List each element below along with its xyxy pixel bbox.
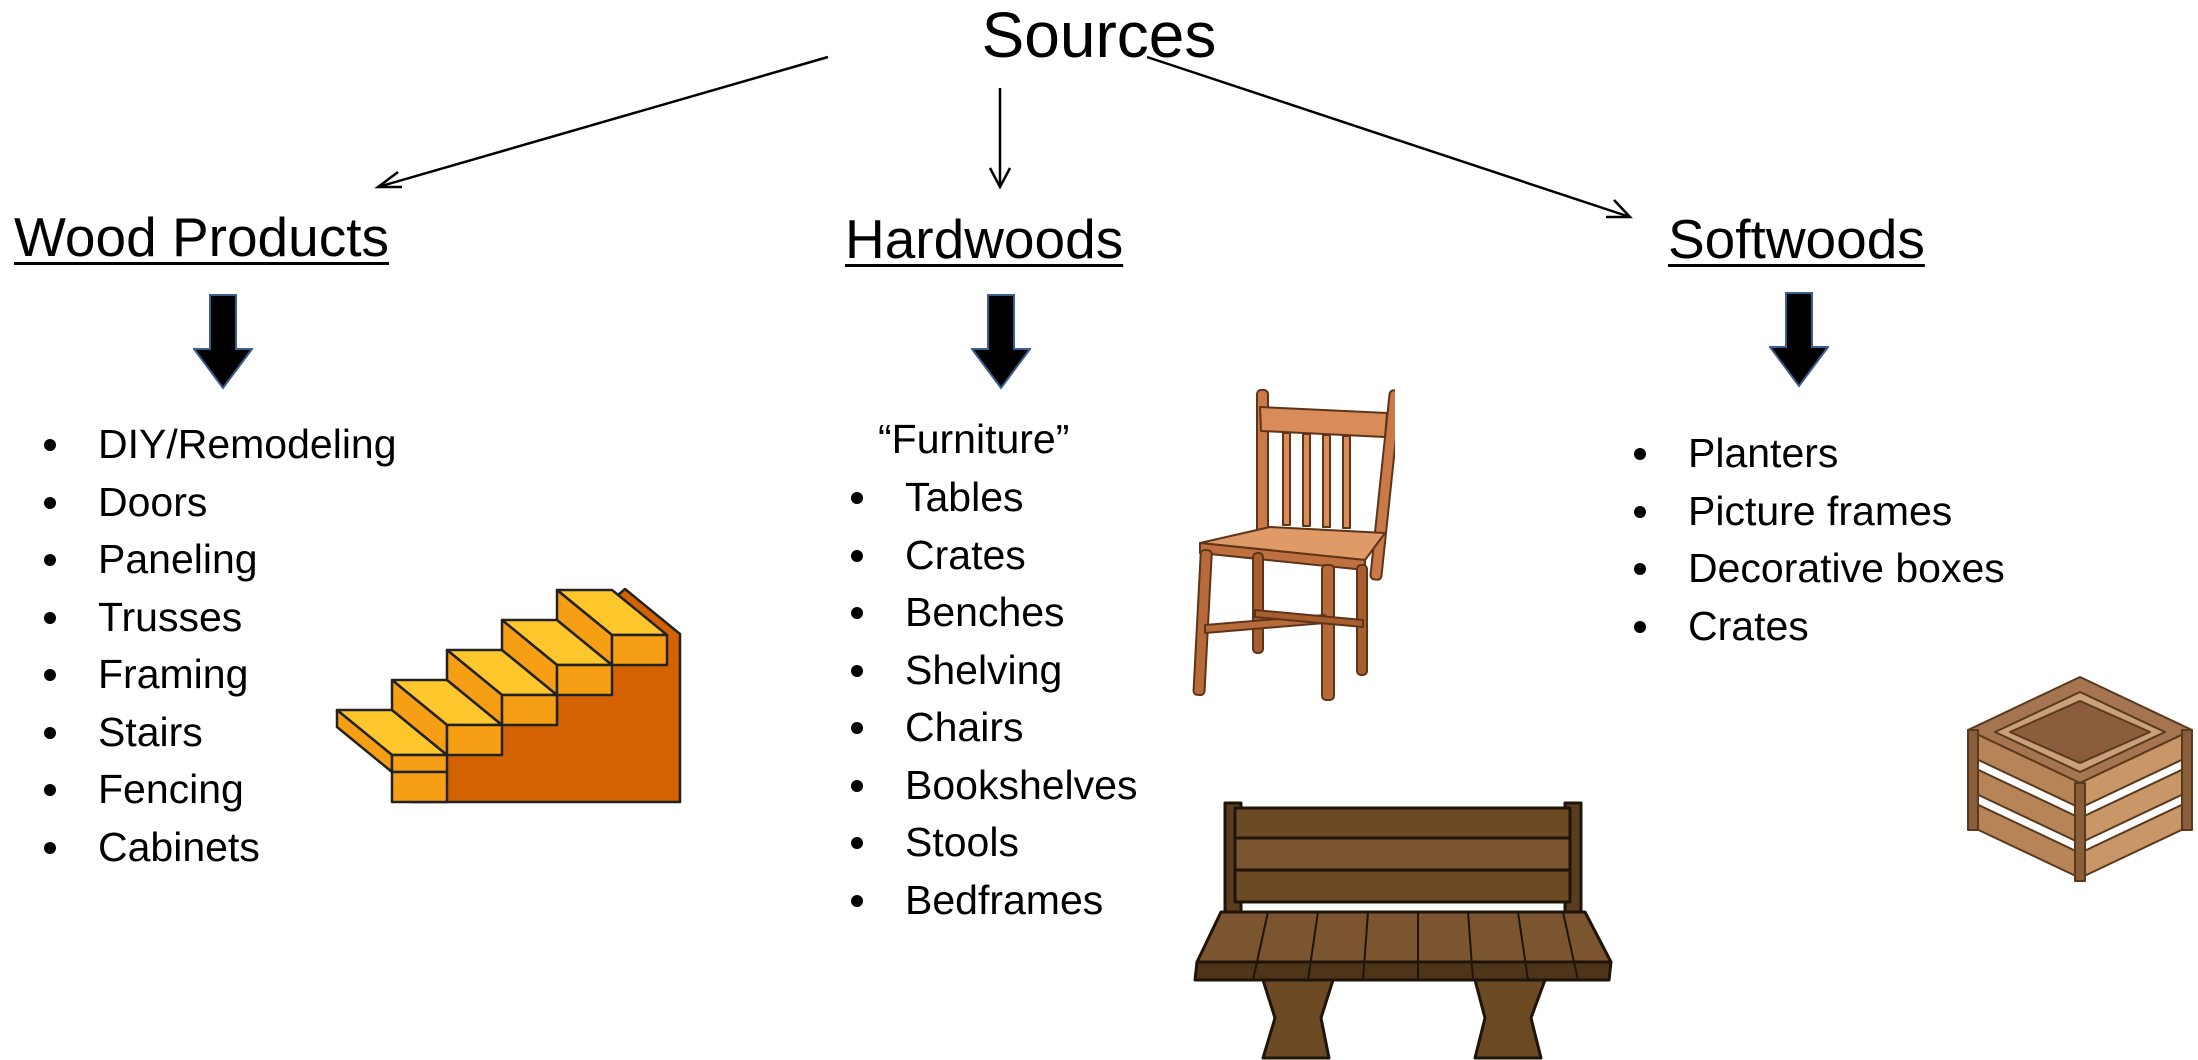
list-item: Crates xyxy=(1626,598,2005,656)
down-arrow-icon xyxy=(971,294,1031,390)
chair-icon xyxy=(1192,389,1395,701)
list-item: Framing xyxy=(36,646,397,704)
list-item: Chairs xyxy=(843,699,1137,757)
arrow-to-wood-products xyxy=(377,55,829,189)
down-arrow-icon xyxy=(193,294,253,390)
heading-softwoods: Softwoods xyxy=(1668,208,1925,270)
list-item: Cabinets xyxy=(36,819,397,877)
list-item: Paneling xyxy=(36,531,397,589)
arrowhead-wood-products xyxy=(374,171,402,189)
heading-hardwoods: Hardwoods xyxy=(845,208,1124,270)
list-item: Stools xyxy=(843,814,1137,872)
list-item: Decorative boxes xyxy=(1626,540,2005,598)
list-item: Stairs xyxy=(36,704,397,762)
bench-icon xyxy=(1193,801,1613,1060)
title-text: Sources xyxy=(981,0,1217,71)
crate-icon xyxy=(1967,676,2193,882)
softwoods-list: Planters Picture frames Decorative boxes… xyxy=(1626,425,2005,655)
arrowhead-softwoods xyxy=(1606,199,1633,219)
list-item: Shelving xyxy=(843,642,1137,700)
list-item: Bedframes xyxy=(843,872,1137,930)
list-item: Doors xyxy=(36,474,397,532)
list-item: Fencing xyxy=(36,761,397,819)
stairs-icon xyxy=(335,587,682,804)
list-item: Benches xyxy=(843,584,1137,642)
wood-products-list: DIY/Remodeling Doors Paneling Trusses Fr… xyxy=(36,416,397,876)
list-item: Trusses xyxy=(36,589,397,647)
list-item: Planters xyxy=(1626,425,2005,483)
list-item: Bookshelves xyxy=(843,757,1137,815)
furniture-label: “Furniture” xyxy=(878,416,1070,462)
hardwoods-list: Tables Crates Benches Shelving Chairs Bo… xyxy=(843,469,1137,929)
list-item: Crates xyxy=(843,527,1137,585)
heading-wood-products: Wood Products xyxy=(14,206,390,268)
down-arrow-icon xyxy=(1769,292,1829,388)
list-item: Picture frames xyxy=(1626,483,2005,541)
arrow-to-softwoods xyxy=(1146,55,1631,219)
diagram-title: Sources xyxy=(0,0,2198,70)
list-item: DIY/Remodeling xyxy=(36,416,397,474)
list-item: Tables xyxy=(843,469,1137,527)
arrowhead-hardwoods xyxy=(988,167,1012,190)
